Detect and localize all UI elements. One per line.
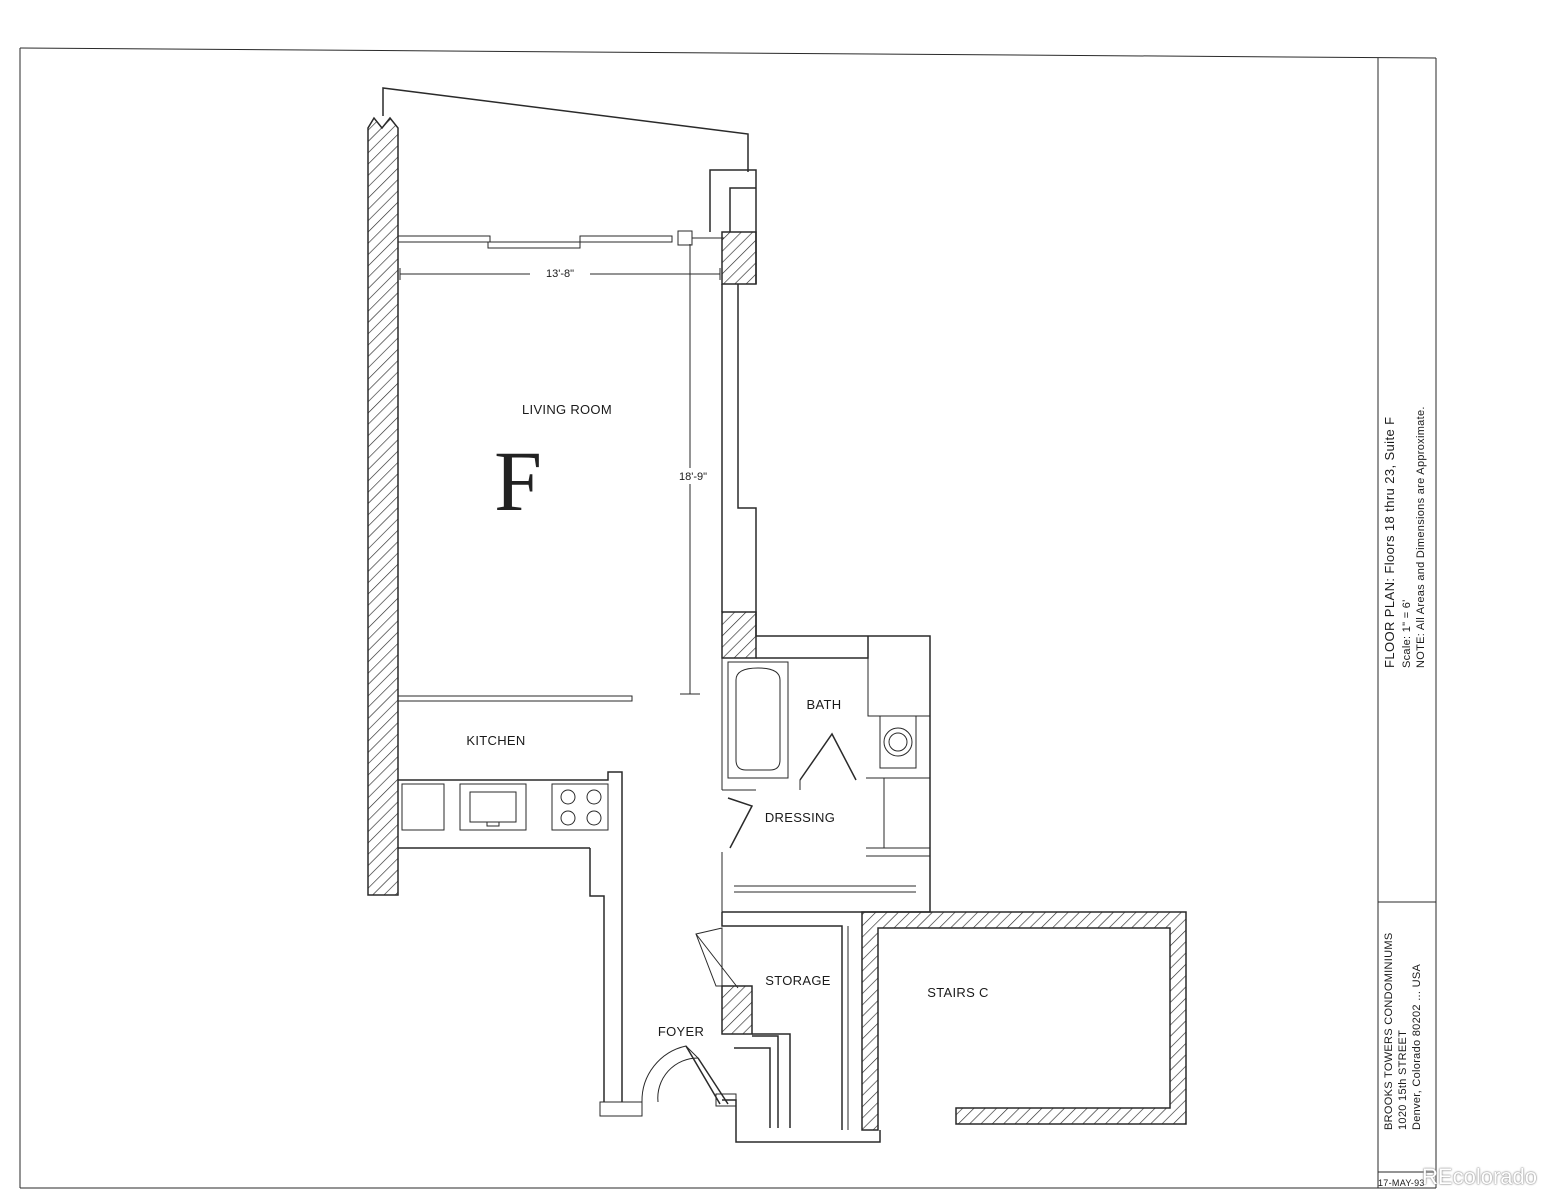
label-kitchen: KITCHEN: [466, 733, 525, 748]
plan-note: NOTE: All Areas and Dimensions are Appro…: [1415, 406, 1427, 668]
sheet-border: [19, 47, 1437, 1189]
dimension-width: [399, 266, 721, 280]
building-street: 1020 15th STREET: [1397, 1030, 1409, 1130]
unit-letter: F: [494, 433, 542, 529]
bath-block: [721, 635, 931, 913]
dimension-width-label: 13'-8": [546, 268, 574, 280]
watermark-logo: REcolorado: [1422, 1164, 1537, 1189]
kitchen-divider: [397, 695, 633, 702]
plan-date: 17-MAY-93: [1378, 1178, 1425, 1188]
storage-walls: [695, 912, 881, 1143]
title-block: FLOOR PLAN: Floors 18 thru 23, Suite F S…: [1378, 406, 1427, 1188]
bathtub-icon: [727, 661, 789, 779]
west-exterior-wall: [367, 116, 399, 896]
label-living-room: LIVING ROOM: [522, 402, 612, 417]
plan-title: FLOOR PLAN: Floors 18 thru 23, Suite F: [1382, 417, 1397, 668]
label-bath: BATH: [807, 697, 842, 712]
building-city: Denver, Colorado 80202 ... USA: [1411, 963, 1423, 1130]
entry-door-swing: [641, 1045, 729, 1105]
bath-door-swing: [799, 732, 857, 790]
kitchen-counter: [398, 771, 623, 849]
label-storage: STORAGE: [765, 973, 830, 988]
east-column: [709, 169, 757, 285]
plan-scale: Scale: 1" = 6': [1401, 599, 1413, 668]
stairs-c-walls: [861, 911, 1187, 1131]
dimension-length-label: 18'-9": [679, 471, 707, 483]
building-name: BROOKS TOWERS CONDOMINIUMS: [1383, 933, 1395, 1130]
living-east-wall: [721, 284, 757, 659]
dimension-length: [670, 244, 714, 695]
label-foyer: FOYER: [658, 1024, 704, 1039]
label-dressing: DRESSING: [765, 810, 835, 825]
dressing-door-swing: [721, 797, 754, 912]
label-stairs: STAIRS C: [927, 985, 988, 1000]
balcony-sliding-door: [397, 230, 724, 249]
toilet-icon: [879, 715, 917, 769]
corridor-walls: [589, 848, 643, 1117]
balcony-outline: [382, 87, 749, 172]
cooktop-burners: [560, 789, 602, 826]
dressing-shelves: [734, 777, 930, 893]
